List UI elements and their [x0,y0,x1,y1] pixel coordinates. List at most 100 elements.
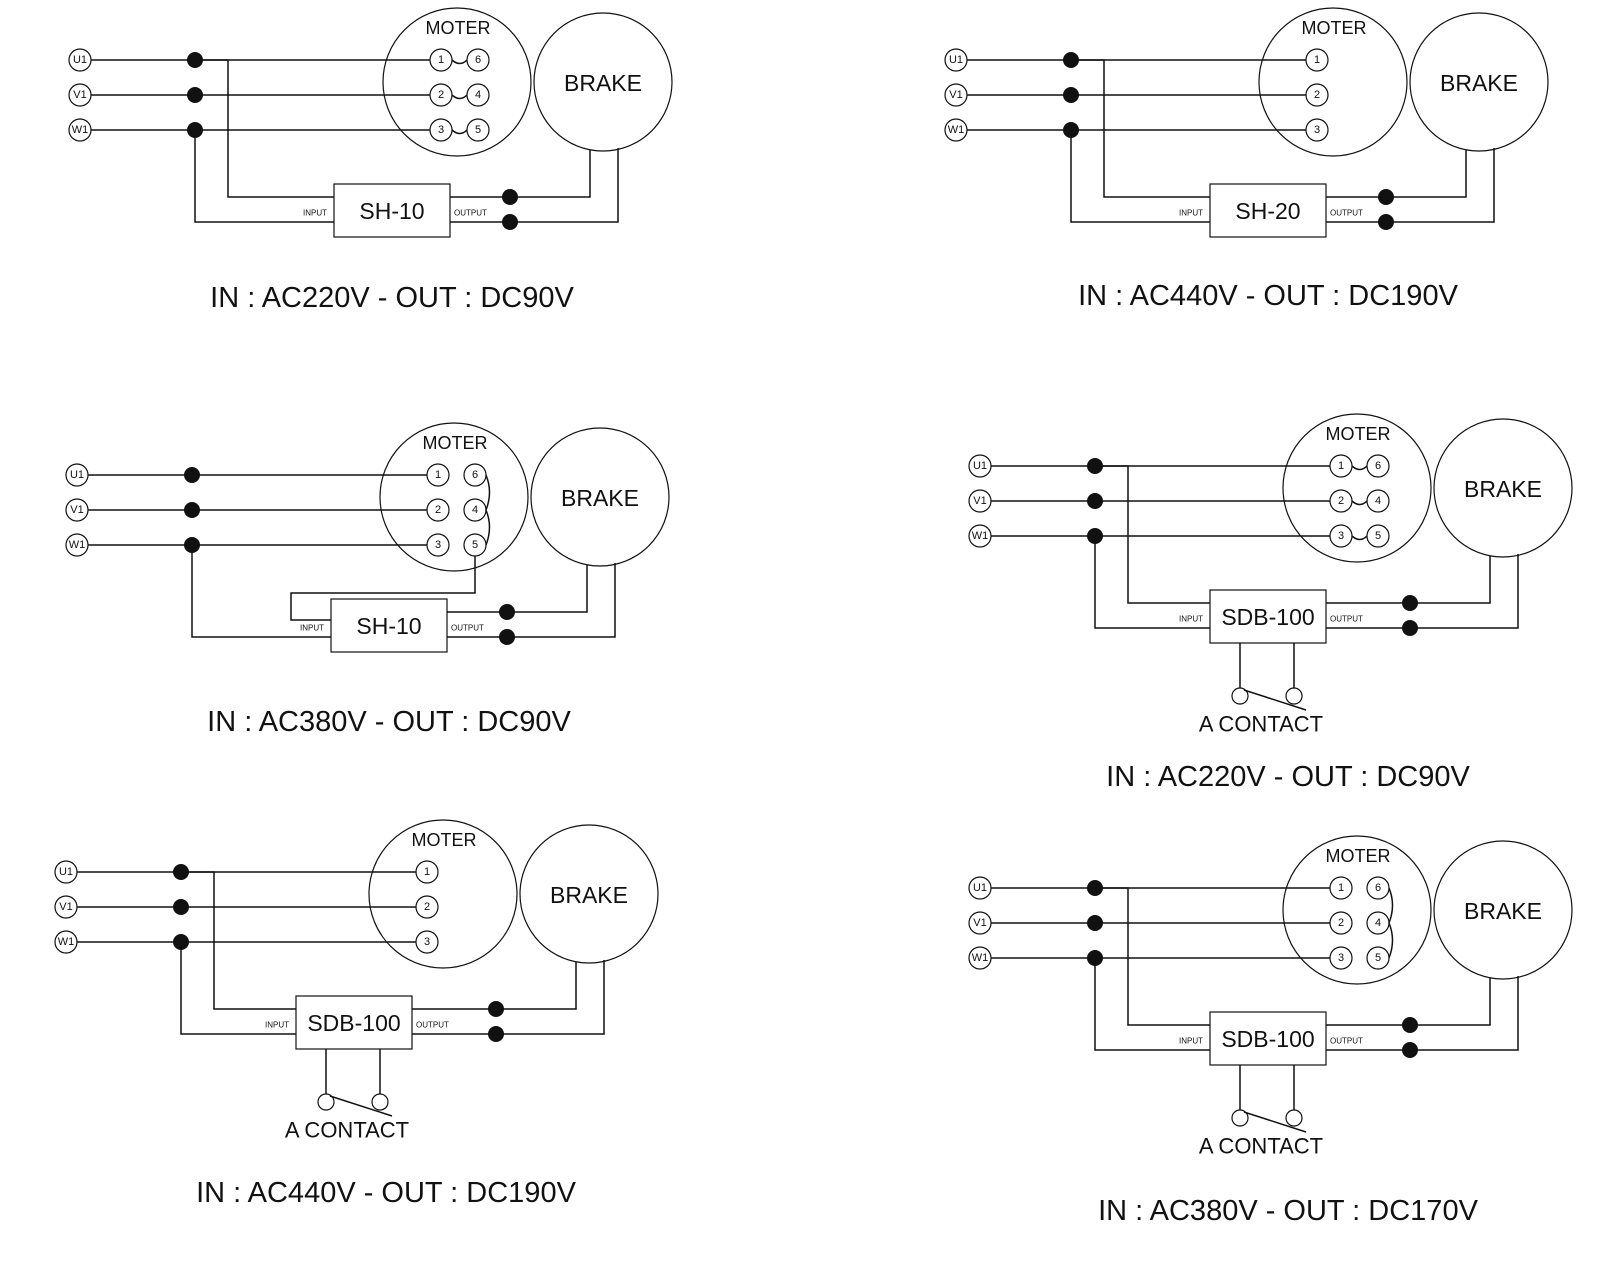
junction-dot [1378,214,1394,230]
junction-dot [173,899,189,915]
input-wire-u [1071,59,1210,198]
phase-label: V1 [973,917,986,929]
input-wire-w [191,545,331,638]
motor-terminal-label: 3 [1314,124,1320,136]
phase-terminal-w1 [68,118,92,142]
phase-terminal-v1 [65,498,89,522]
contact-terminal [371,1093,389,1111]
phase-terminal-w1 [65,533,89,557]
star-jumper [485,474,491,546]
motor-terminal-label: 5 [472,539,478,551]
phase-terminal-u1 [65,463,89,487]
input-wire-u [1095,465,1210,604]
phase-label: W1 [948,124,965,136]
brake-circle [1433,840,1573,980]
motor-terminal-label: 4 [472,504,478,516]
junction-dot [1402,1042,1418,1058]
input-label: INPUT [300,624,324,633]
motor-label: MOTER [1302,18,1367,38]
phase-terminal-w1 [944,118,968,142]
voltage-caption-2: IN : AC440V - OUT : DC190V [1078,280,1458,312]
output-wire-1 [450,150,591,198]
rectifier-model-label: SH-10 [356,613,421,639]
motor-terminal-3 [426,533,450,557]
brake-label: BRAKE [561,485,639,511]
brake-label: BRAKE [1440,70,1518,96]
voltage-caption-1: IN : AC220V - OUT : DC90V [210,282,574,314]
output-wire-2 [1326,976,1519,1051]
contact-terminal [1285,687,1303,705]
phase-label: W1 [72,124,89,136]
motor-terminal-1 [1305,48,1329,72]
phase-label: U1 [973,460,987,472]
motor-terminal-3 [1329,946,1353,970]
contact-label: A CONTACT [1199,1134,1323,1159]
phase-label: U1 [59,866,73,878]
motor-terminal-label: 3 [424,936,430,948]
motor-terminal-label: 2 [1314,89,1320,101]
motor-label: MOTER [1326,424,1391,444]
junction-dot [488,1001,504,1017]
rectifier-box [1209,589,1327,644]
motor-terminal-2 [426,498,450,522]
motor-terminal-label: 2 [438,89,444,101]
contact-terminal [1231,687,1249,705]
phase-terminal-v1 [68,83,92,107]
motor-circle [1282,413,1432,563]
junction-dot [187,87,203,103]
junction-dot [1378,189,1394,205]
junction-dot [488,1026,504,1042]
phase-label: U1 [70,469,84,481]
motor-terminal-2 [1329,911,1353,935]
junction-dot [502,189,518,205]
brake-circle [519,824,659,964]
motor-terminal-label: 1 [438,54,444,66]
phase-label: W1 [972,530,989,542]
input-wire-u [181,871,296,1010]
voltage-caption-3: IN : AC380V - OUT : DC90V [207,706,571,738]
phase-label: V1 [949,89,962,101]
phase-label: V1 [59,901,72,913]
junction-dot [1087,915,1103,931]
phase-terminal-u1 [68,48,92,72]
junction-dot [1402,595,1418,611]
contact-terminal [317,1093,335,1111]
motor-terminal-label: 4 [1375,495,1381,507]
phase-label: U1 [973,882,987,894]
input-wire-w [1070,130,1210,223]
brake-label: BRAKE [1464,898,1542,924]
jumper-link [451,59,468,65]
rectifier-model-label: SH-10 [359,198,424,224]
junction-dot [1087,493,1103,509]
output-label: OUTPUT [454,209,487,218]
phase-terminal-u1 [968,876,992,900]
phase-label: V1 [73,89,86,101]
motor-terminal-label: 2 [424,901,430,913]
brake-label: BRAKE [564,70,642,96]
motor-terminal-label: 1 [435,469,441,481]
motor-terminal-2 [415,895,439,919]
junction-dot [184,502,200,518]
phase-terminal-v1 [944,83,968,107]
junction-dot [1402,1017,1418,1033]
contact-label: A CONTACT [1199,712,1323,737]
motor-terminal-2 [1305,83,1329,107]
input-wire-w [1094,958,1210,1051]
rectifier-box [1209,183,1327,238]
motor-circle [379,422,529,572]
motor-terminal-label: 3 [438,124,444,136]
brake-label: BRAKE [550,882,628,908]
motor-terminal-label: 1 [424,866,430,878]
motor-circle [368,819,518,969]
motor-terminal-1 [415,860,439,884]
contact-terminal [1231,1109,1249,1127]
jumper-link [451,94,468,100]
junction-dot [499,604,515,620]
input-label: INPUT [1179,209,1203,218]
output-wire-1 [1326,978,1491,1026]
junction-dot [1063,87,1079,103]
